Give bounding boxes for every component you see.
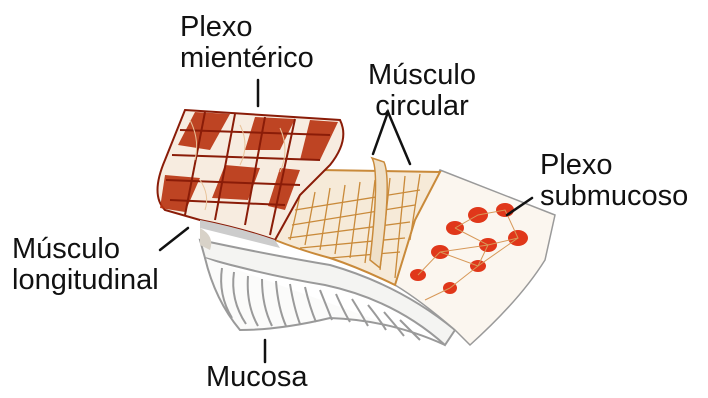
label-mucosa-text: Mucosa <box>206 362 308 393</box>
label-plexo-mienterico-line2: mientérico <box>180 43 314 74</box>
label-plexo-submucoso-line2: submucoso <box>540 181 688 212</box>
label-plexo-submucoso-line1: Plexo <box>540 150 688 181</box>
label-musculo-circular: Músculo circular <box>368 60 476 122</box>
leader-line-musculo-longitudinal <box>160 228 188 250</box>
label-musculo-circular-line2: circular <box>368 91 476 122</box>
label-plexo-mienterico-line1: Plexo <box>180 12 314 43</box>
label-musculo-circular-line1: Músculo <box>368 60 476 91</box>
label-plexo-mienterico: Plexo mientérico <box>180 12 314 74</box>
label-plexo-submucoso: Plexo submucoso <box>540 150 688 212</box>
label-mucosa: Mucosa <box>206 362 308 393</box>
label-musculo-longitudinal: Músculo longitudinal <box>12 234 159 296</box>
label-musculo-longitudinal-line2: longitudinal <box>12 265 159 296</box>
label-musculo-longitudinal-line1: Músculo <box>12 234 159 265</box>
